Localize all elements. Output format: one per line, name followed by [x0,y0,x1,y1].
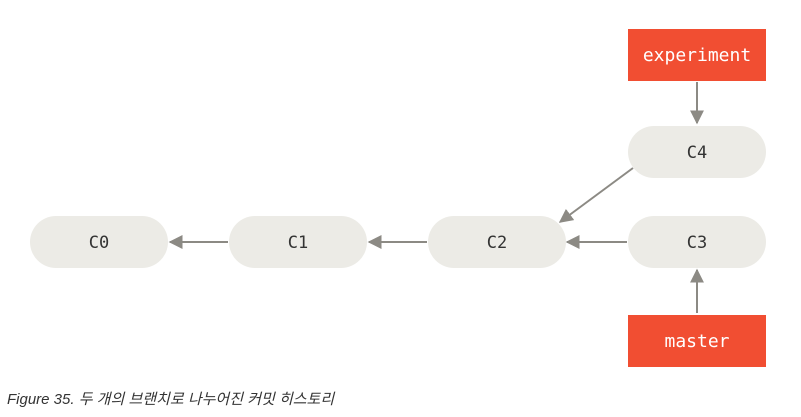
figure-number: Figure 35. [7,391,75,408]
commit-history-diagram: C0 C1 C2 C3 C4 experiment master [30,29,766,367]
commit-c1: C1 [229,216,367,268]
branch-label: master [664,331,729,352]
commit-label: C4 [687,143,707,163]
commit-c0: C0 [30,216,168,268]
branch-experiment: experiment [628,29,766,81]
commit-label: C1 [288,233,308,253]
commit-c3: C3 [628,216,766,268]
figure-caption: Figure 35. 두 개의 브랜치로 나누어진 커밋 히스토리 [7,388,334,409]
edge-c4-to-c2 [558,167,634,223]
branch-label: experiment [643,45,751,66]
commit-c4: C4 [628,126,766,178]
figure-caption-text: 두 개의 브랜치로 나누어진 커밋 히스토리 [78,391,335,408]
commit-label: C2 [487,233,507,253]
branch-master: master [628,315,766,367]
commit-label: C0 [89,233,109,253]
commit-c2: C2 [428,216,566,268]
commit-label: C3 [687,233,707,253]
